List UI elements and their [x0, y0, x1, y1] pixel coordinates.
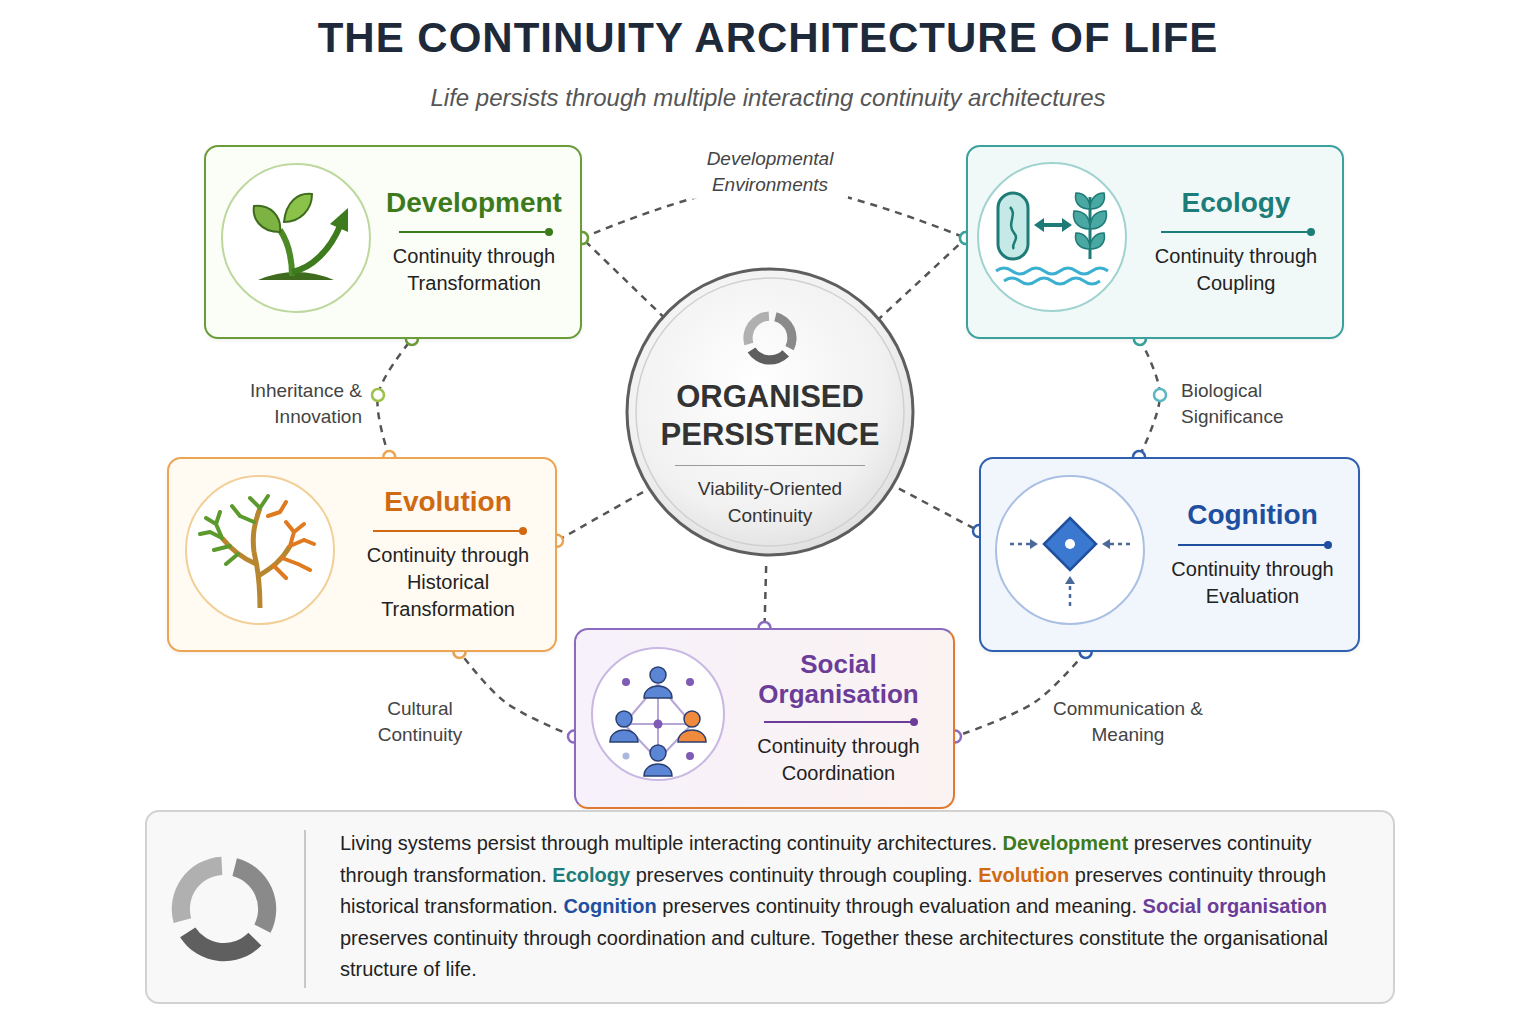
- hub-content: ORGANISED PERSISTENCE Viability-Oriented …: [650, 266, 890, 574]
- panel-divider: [304, 830, 306, 988]
- highlight-word: Evolution: [978, 864, 1069, 886]
- hub-subtitle: Viability-Oriented Continuity: [685, 476, 855, 529]
- architecture-box: Social OrganisationContinuity through Co…: [574, 628, 955, 809]
- heading-rule: [1161, 231, 1311, 233]
- title: THE CONTINUITY ARCHITECTURE OF LIFE: [0, 14, 1536, 62]
- panel-logo: [169, 854, 279, 968]
- highlight-word: Social organisation: [1143, 895, 1327, 917]
- joint-dot: [1154, 389, 1166, 401]
- heading-rule: [399, 231, 549, 233]
- box-body: Continuity through Transformation: [374, 243, 574, 297]
- text-run: preserves continuity through coordinatio…: [340, 927, 1328, 981]
- heading-rule: [373, 530, 523, 532]
- highlight-word: Cognition: [563, 895, 656, 917]
- dashed-connector: [877, 238, 966, 321]
- rule-dot: [519, 527, 527, 535]
- box-body: Continuity through Evaluation: [1153, 556, 1352, 610]
- text-column: Social OrganisationContinuity through Co…: [730, 630, 947, 807]
- rule-dot: [1307, 228, 1315, 236]
- dashed-connector: [765, 566, 767, 628]
- joint-dot: [372, 389, 384, 401]
- text-column: DevelopmentContinuity through Transforma…: [374, 147, 574, 337]
- hub-title: ORGANISED PERSISTENCE: [660, 378, 880, 452]
- rule-dot: [545, 228, 553, 236]
- hub-logo: [742, 310, 798, 370]
- text-column: EvolutionContinuity through Historical T…: [347, 459, 549, 650]
- dashed-connector: [582, 238, 665, 318]
- architecture-box: DevelopmentContinuity through Transforma…: [204, 145, 582, 339]
- text-column: CognitionContinuity through Evaluation: [1153, 459, 1352, 650]
- summary-text: Living systems persist through multiple …: [340, 828, 1377, 986]
- highlight-word: Ecology: [552, 864, 630, 886]
- box-body: Continuity through Coupling: [1136, 243, 1336, 297]
- box-heading: Social Organisation: [730, 650, 947, 710]
- dashed-connector: [899, 489, 979, 532]
- box-heading: Ecology: [1182, 187, 1291, 219]
- connector-label: Biological Significance: [1178, 377, 1312, 431]
- box-body: Continuity through Historical Transforma…: [347, 542, 549, 623]
- heading-rule: [1178, 544, 1328, 546]
- highlight-word: Development: [1003, 832, 1129, 854]
- connector-label: Cultural Continuity: [362, 695, 478, 749]
- box-heading: Cognition: [1187, 499, 1318, 531]
- box-heading: Evolution: [384, 486, 512, 518]
- summary-panel: Living systems persist through multiple …: [145, 810, 1395, 1004]
- icon-illustration: [218, 160, 374, 320]
- hub-circle: ORGANISED PERSISTENCE Viability-Oriented …: [624, 266, 916, 574]
- heading-rule: [764, 721, 914, 723]
- architecture-box: CognitionContinuity through Evaluation: [979, 457, 1360, 652]
- icon-illustration: [588, 644, 728, 788]
- hub-rule: [675, 465, 865, 467]
- architecture-box: EcologyContinuity through Coupling: [966, 145, 1344, 339]
- text-run: Living systems persist through multiple …: [340, 832, 1003, 854]
- text-column: EcologyContinuity through Coupling: [1136, 147, 1336, 337]
- connector-label: Communication & Meaning: [1050, 695, 1206, 749]
- architecture-box: EvolutionContinuity through Historical T…: [167, 457, 557, 652]
- icon-illustration: [974, 159, 1130, 319]
- connector-label: Inheritance & Innovation: [221, 377, 365, 431]
- rule-dot: [1324, 541, 1332, 549]
- box-body: Continuity through Coordination: [730, 733, 947, 787]
- box-heading: Development: [386, 187, 562, 219]
- subtitle: Life persists through multiple interacti…: [0, 84, 1536, 112]
- text-run: preserves continuity through evaluation …: [657, 895, 1143, 917]
- icon-illustration: [992, 472, 1148, 632]
- icon-illustration: [182, 472, 338, 632]
- rule-dot: [910, 718, 918, 726]
- dashed-connector: [557, 492, 643, 541]
- connector-label: Developmental Environments: [692, 145, 848, 199]
- text-run: preserves continuity through coupling.: [630, 864, 978, 886]
